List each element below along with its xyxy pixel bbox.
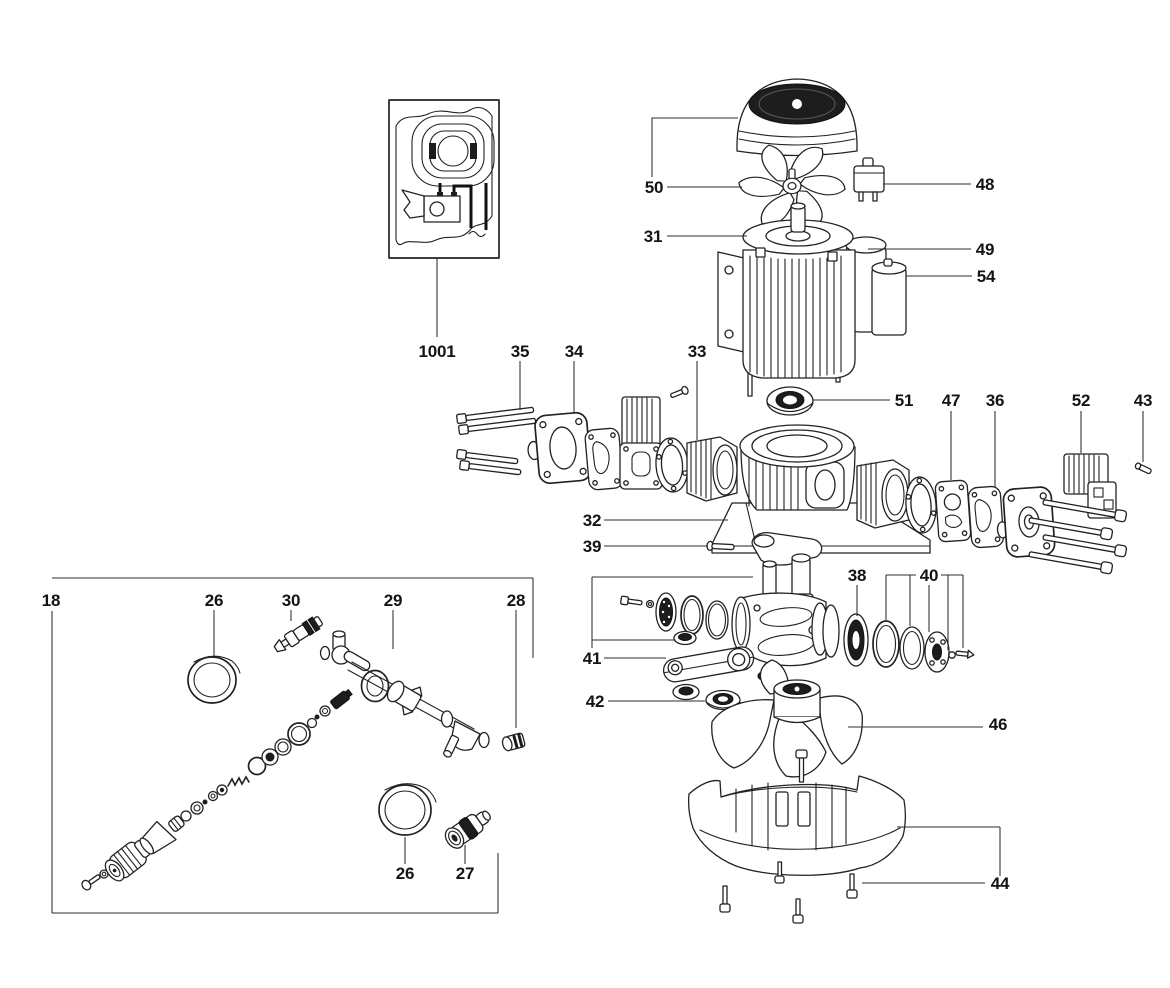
end-cap-washer: [948, 651, 956, 659]
callout-32: 32: [583, 511, 602, 530]
bearing-small: [673, 630, 697, 646]
head-bolts-left: [456, 406, 537, 476]
end-cap-40: [924, 631, 950, 673]
gun-assembly-box: [81, 616, 526, 891]
callout-1001: 1001: [418, 342, 455, 361]
motor: [717, 202, 856, 397]
callout-43: 43: [1134, 391, 1153, 410]
callout-40: 40: [920, 566, 939, 585]
callout-35: 35: [511, 342, 530, 361]
cap-26b: [378, 783, 437, 836]
end-cap-screw: [955, 649, 975, 659]
cap-26a: [187, 655, 241, 704]
pin-43: [1134, 462, 1152, 475]
callout-41: 41: [583, 649, 602, 668]
callout-27: 27: [456, 864, 475, 883]
head-gasket-left: [584, 427, 624, 491]
gun-internals: [81, 688, 353, 891]
callout-34: 34: [565, 342, 584, 361]
callout-18: 18: [42, 591, 61, 610]
bearing-disc: [655, 592, 677, 632]
callout-44: 44: [991, 874, 1010, 893]
callout-31: 31: [644, 227, 663, 246]
shaft-seal-38: [843, 613, 869, 667]
callout-26: 26: [396, 864, 415, 883]
conrod-washer: [645, 599, 655, 609]
callout-labels: 1001 50 31 48 49 54 35 34 33 51 47 36 52 43 32 39 38 40 41…: [42, 175, 1153, 893]
callout-36: 36: [986, 391, 1005, 410]
callout-49: 49: [976, 240, 995, 259]
callout-48: 48: [976, 175, 995, 194]
thermal-switch: [853, 157, 885, 202]
plug-28: [501, 732, 526, 752]
piston-ring-1: [680, 595, 704, 635]
bearing-42: [705, 689, 741, 711]
bearing-upper: [766, 386, 814, 416]
callout-33: 33: [688, 342, 707, 361]
crankshaft-assembly: [731, 592, 840, 667]
connecting-rod: [662, 646, 755, 683]
cylinder-gasket-right: [905, 476, 937, 534]
callout-38: 38: [848, 566, 867, 585]
valve-plate-left: [619, 396, 663, 490]
manifold-29: [319, 630, 490, 758]
conrod-screw: [620, 595, 643, 606]
callout-54: 54: [977, 267, 996, 286]
screw-39: [706, 540, 735, 552]
valve-plate-47: [934, 479, 972, 543]
callout-42: 42: [586, 692, 605, 711]
ring-40-2: [899, 626, 925, 670]
screw-small-upper: [670, 385, 689, 399]
cooling-fan-upper: [738, 144, 846, 228]
callout-46: 46: [989, 715, 1008, 734]
callout-30: 30: [282, 591, 301, 610]
cylinder-left: [686, 436, 738, 502]
callout-28: 28: [507, 591, 526, 610]
cylinder-right: [856, 459, 910, 529]
leader-lines: [51, 117, 1144, 914]
callout-39: 39: [583, 537, 602, 556]
callout-51: 51: [895, 391, 914, 410]
fan-cover: [736, 78, 858, 157]
callout-47: 47: [942, 391, 961, 410]
cooling-fan-lower: [711, 659, 863, 778]
injector-30: [273, 616, 323, 653]
wiring-inset: [388, 99, 500, 259]
callout-26: 26: [205, 591, 224, 610]
base-shroud: [687, 775, 907, 876]
piston-ring-2: [705, 600, 729, 640]
head-gasket-36: [967, 485, 1005, 549]
bearing-ring-a: [672, 683, 700, 701]
callout-29: 29: [384, 591, 403, 610]
callout-50: 50: [645, 178, 664, 197]
head-bolts-right: [1028, 499, 1128, 575]
capacitor: [871, 258, 907, 336]
shroud-screws: [719, 749, 858, 924]
cylinder-head-left: [527, 411, 592, 485]
coupler-27: [444, 810, 491, 849]
callout-52: 52: [1072, 391, 1091, 410]
ring-40-1: [872, 620, 900, 668]
